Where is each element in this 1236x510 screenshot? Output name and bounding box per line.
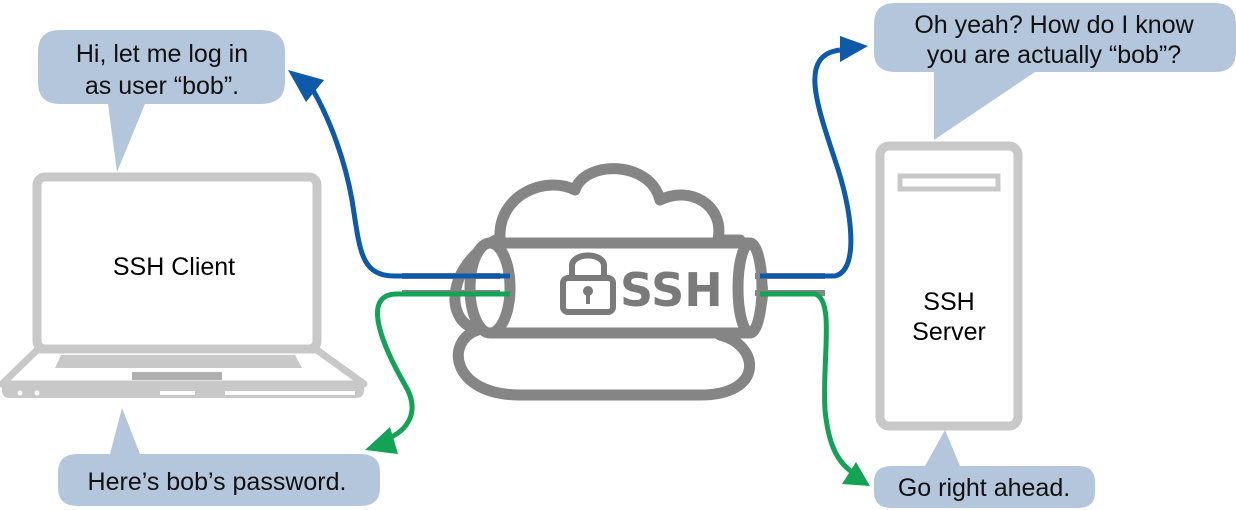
bubble-server-challenge: Oh yeah? How do I know you are actually … — [874, 3, 1236, 140]
bubble-server-challenge-line1: Oh yeah? How do I know — [914, 11, 1194, 39]
response-arrow-server — [760, 291, 870, 486]
bubble-client-request-line2: as user “bob”. — [85, 72, 239, 100]
server-icon — [875, 141, 1023, 431]
bubble-client-password: Here’s bob’s password. — [58, 408, 380, 506]
bubble-server-ack: Go right ahead. — [874, 430, 1095, 508]
padlock-icon — [560, 252, 616, 315]
client-label: SSH Client — [113, 253, 235, 281]
bubble-client-password-line1: Here’s bob’s password. — [88, 468, 347, 496]
request-arrow-client — [288, 70, 510, 279]
bubble-server-challenge-line2: you are actually “bob”? — [927, 41, 1181, 69]
response-arrow-client — [365, 291, 510, 454]
server-label-line2: Server — [912, 318, 986, 346]
ssh-tunnel — [464, 237, 768, 339]
bubble-client-request-line1: Hi, let me log in — [76, 40, 248, 68]
tunnel-label: SSH — [620, 263, 723, 317]
bubble-server-ack-line1: Go right ahead. — [898, 474, 1070, 502]
laptop-icon — [0, 172, 368, 398]
server-label-line1: SSH — [923, 288, 974, 316]
request-arrow-server — [760, 36, 868, 279]
bubble-client-request: Hi, let me log in as user “bob”. — [38, 30, 285, 172]
